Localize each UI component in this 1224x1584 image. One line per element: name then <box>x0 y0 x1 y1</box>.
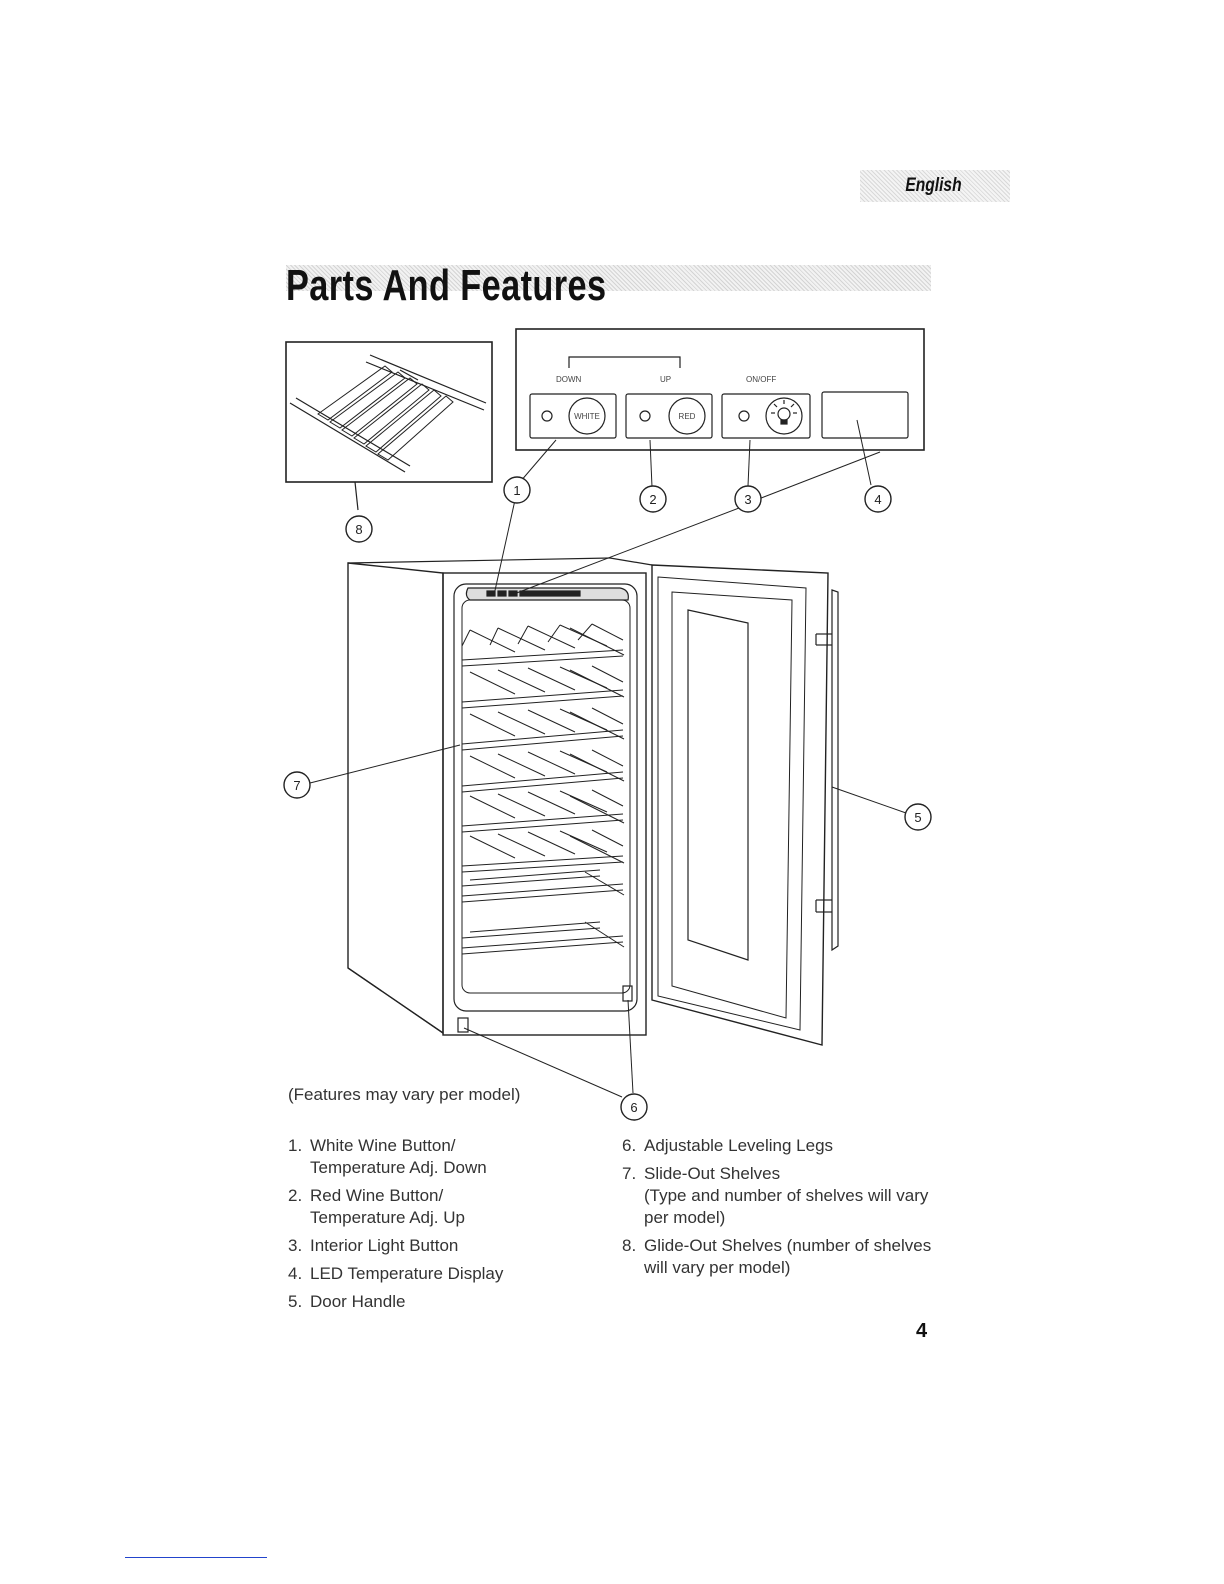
features-caption: (Features may vary per model) <box>288 1085 521 1104</box>
item-text: Adjustable Leveling Legs <box>644 1136 834 1155</box>
item-text: Door Handle <box>310 1292 406 1311</box>
callout-1-label: 1 <box>513 483 520 498</box>
callout-leaders <box>309 419 907 1098</box>
item-text: White Wine Button/ <box>310 1136 456 1155</box>
callout-5 <box>904 803 932 831</box>
list-item: 3. Interior Light Button <box>288 1235 588 1257</box>
item-number: 4. <box>288 1264 303 1283</box>
list-item: 2. Red Wine Button/ Temperature Adj. Up <box>288 1185 588 1229</box>
callout-7-label: 7 <box>293 778 300 793</box>
shelf-5 <box>461 789 625 833</box>
item-number: 1. <box>288 1136 303 1155</box>
item-number: 8. <box>622 1236 637 1255</box>
item-text: will vary per model) <box>644 1258 791 1277</box>
item-text: Interior Light Button <box>310 1236 459 1255</box>
shelf-3 <box>461 707 625 751</box>
item-number: 3. <box>288 1236 303 1255</box>
onoff-label: ON/OFF <box>746 375 776 384</box>
callout-8 <box>345 515 373 543</box>
list-item: 7. Slide-Out Shelves (Type and number of… <box>622 1163 942 1229</box>
up-label: UP <box>660 375 671 384</box>
callout-6 <box>620 1093 648 1121</box>
item-text: Glide-Out Shelves (number of shelves <box>644 1236 932 1255</box>
control-panel-inset <box>515 328 925 451</box>
down-label: DOWN <box>556 375 582 384</box>
callout-7 <box>283 771 311 799</box>
callout-4-label: 4 <box>874 492 881 507</box>
red-button-label: RED <box>679 412 696 421</box>
callout-6-label: 6 <box>630 1100 637 1115</box>
callout-circles <box>283 476 932 1121</box>
white-button-label: WHITE <box>574 412 600 421</box>
shelf-7 <box>461 869 625 903</box>
item-number: 6. <box>622 1136 637 1155</box>
list-item: 6. Adjustable Leveling Legs <box>622 1135 942 1157</box>
list-item: 4. LED Temperature Display <box>288 1263 588 1285</box>
title-shading <box>286 265 931 291</box>
list-item: 8. Glide-Out Shelves (number of shelves … <box>622 1235 942 1279</box>
language-label: English <box>905 175 962 196</box>
callout-2-label: 2 <box>649 492 656 507</box>
item-number: 7. <box>622 1164 637 1183</box>
callout-1 <box>503 476 531 504</box>
item-text: per model) <box>644 1208 726 1227</box>
callout-5-label: 5 <box>914 810 921 825</box>
callout-4 <box>864 485 892 513</box>
callout-2 <box>639 485 667 513</box>
parts-list-left: 1. White Wine Button/ Temperature Adj. D… <box>288 1135 588 1319</box>
callout-3-label: 3 <box>744 492 751 507</box>
shelf-6 <box>461 829 625 873</box>
footer-divider <box>125 1557 267 1558</box>
callout-8-label: 8 <box>355 522 362 537</box>
page-title: Parts And Features <box>286 261 607 310</box>
wine-shelves <box>461 623 625 955</box>
item-text: LED Temperature Display <box>310 1264 504 1283</box>
page-number: 4 <box>916 1320 928 1342</box>
shelf-4 <box>461 749 625 793</box>
language-tab: English <box>860 170 1010 202</box>
shelf-1 <box>461 623 625 667</box>
item-text: (Type and number of shelves will vary <box>644 1186 929 1205</box>
parts-list-right: 6. Adjustable Leveling Legs 7. Slide-Out… <box>622 1135 942 1285</box>
item-text: Slide-Out Shelves <box>644 1164 781 1183</box>
cabinet <box>347 557 653 1036</box>
glass-door <box>651 564 839 1046</box>
list-item: 5. Door Handle <box>288 1291 588 1313</box>
item-text: Temperature Adj. Up <box>310 1208 465 1227</box>
item-text: Red Wine Button/ <box>310 1186 444 1205</box>
item-number: 5. <box>288 1292 303 1311</box>
list-item: 1. White Wine Button/ Temperature Adj. D… <box>288 1135 588 1179</box>
callout-3 <box>734 485 762 513</box>
item-number: 2. <box>288 1186 303 1205</box>
item-text: Temperature Adj. Down <box>310 1158 487 1177</box>
shelf-2 <box>461 665 625 709</box>
shelf-8 <box>461 921 625 955</box>
glide-out-shelf-inset <box>285 341 493 511</box>
